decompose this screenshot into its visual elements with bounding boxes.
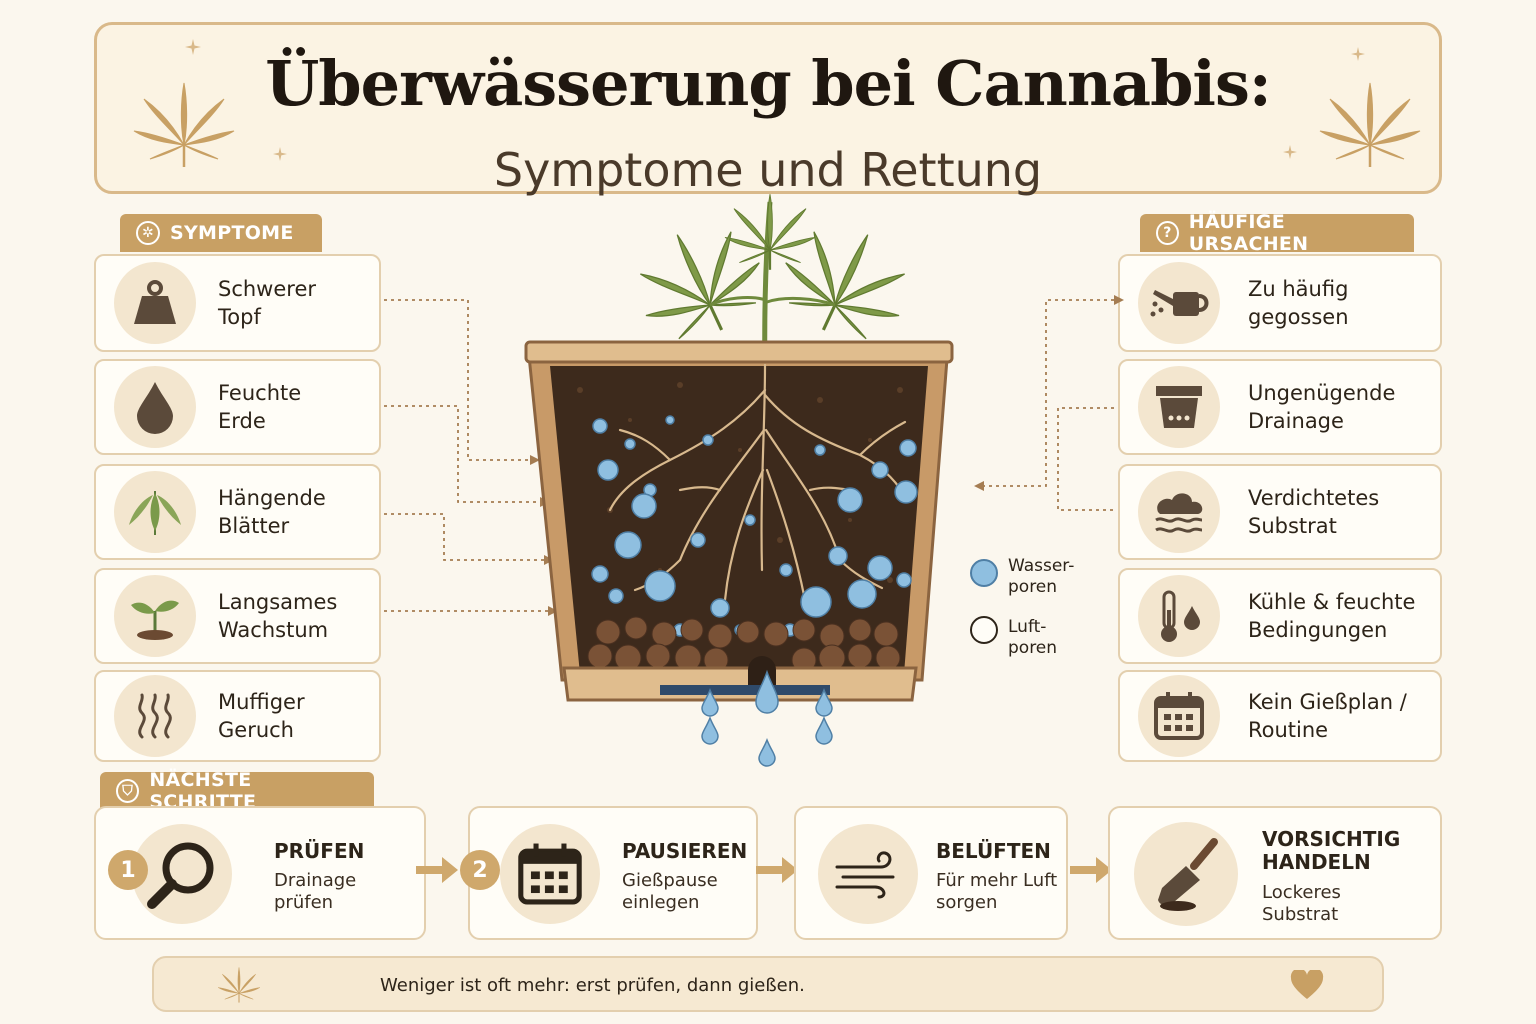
sparkle-icon: [273, 147, 287, 161]
weight-icon: [134, 280, 176, 324]
step-card-aerate: BELÜFTEN Für mehr Luft sorgen: [794, 806, 1068, 940]
wind-icon: [835, 851, 895, 899]
sparkle-icon: [185, 39, 201, 55]
causes-heading: ? HÄUFIGE URSACHEN: [1140, 211, 1414, 255]
roots: [608, 363, 908, 602]
symptom-card-musty-smell: Muffiger Geruch: [94, 670, 381, 762]
drooping-leaf-icon: [129, 491, 181, 535]
symptoms-heading: ✲ SYMPTOME: [120, 214, 322, 252]
step-number-1: 1: [108, 850, 148, 890]
arrow-right-icon: [756, 857, 798, 883]
step-number-2: 2: [460, 850, 500, 890]
legend-air-pores: Luft- poren: [1008, 617, 1058, 658]
symptom-card-heavy-pot: Schwerer Topf: [94, 254, 381, 352]
sparkle-icon: [1351, 47, 1365, 61]
footer-text: Weniger ist oft mehr: erst prüfen, dann …: [380, 975, 805, 996]
water-pore-legend-icon: [970, 559, 998, 587]
step-card-careful: VORSICHTIG HANDELN Lockeres Substrat: [1108, 806, 1442, 940]
air-pore-legend-icon: [970, 616, 998, 644]
calendar-icon: [1154, 692, 1204, 740]
question-icon: ?: [1156, 221, 1179, 245]
seedling-icon: [131, 600, 179, 640]
cannabis-leaf-icon: [217, 966, 261, 1004]
symptom-card-drooping-leaves: Hängende Blätter: [94, 464, 381, 560]
symptom-card-wet-soil: Feuchte Erde: [94, 359, 381, 455]
magnifier-icon: [147, 842, 214, 909]
pot-illustration: [524, 193, 954, 767]
shield-icon: ⛉: [116, 779, 140, 803]
step-card-pause: PAUSIEREN Gießpause einlegen: [468, 806, 758, 940]
cause-card-overwatering: Zu häufig gegossen: [1118, 254, 1442, 352]
odor-waves-icon: [138, 693, 172, 739]
thermometer-drop-icon: [1161, 590, 1200, 642]
page-subtitle: Symptome und Rettung: [493, 143, 1043, 197]
arrow-right-icon: [1070, 857, 1112, 883]
legend-water-pores: Wasser- poren: [1008, 556, 1075, 597]
cause-card-no-schedule: Kein Gießplan / Routine: [1118, 670, 1442, 762]
arrow-right-icon: [416, 857, 458, 883]
next-steps-heading: ⛉ NÄCHSTE SCHRITTE: [100, 769, 374, 813]
symptom-card-slow-growth: Langsames Wachstum: [94, 568, 381, 664]
pot-drainage-icon: [1156, 386, 1202, 428]
step-card-check: PRÜFEN Drainage prüfen: [94, 806, 426, 940]
heart-icon: [1290, 970, 1324, 999]
page-title: Überwässerung bei Cannabis:: [265, 47, 1272, 120]
cause-card-drainage: Ungenügende Drainage: [1118, 359, 1442, 455]
cause-card-compacted-soil: Verdichtetes Substrat: [1118, 464, 1442, 560]
trowel-icon: [1158, 838, 1218, 911]
water-pores: [591, 415, 918, 637]
drainage-drops: [701, 669, 833, 767]
cause-card-cool-humid: Kühle & feuchte Bedingungen: [1118, 568, 1442, 664]
compacted-soil-icon: [1155, 493, 1203, 533]
header-banner: Überwässerung bei Cannabis: Symptome und…: [94, 22, 1442, 197]
calendar-icon: [518, 843, 582, 905]
watering-can-icon: [1150, 290, 1209, 317]
water-drop-icon: [137, 382, 173, 434]
gravel-layer: [587, 616, 901, 673]
footer-banner: Weniger ist oft mehr: erst prüfen, dann …: [152, 956, 1384, 1012]
sparkle-icon: [1283, 145, 1297, 159]
cannabis-badge-icon: ✲: [136, 221, 160, 245]
